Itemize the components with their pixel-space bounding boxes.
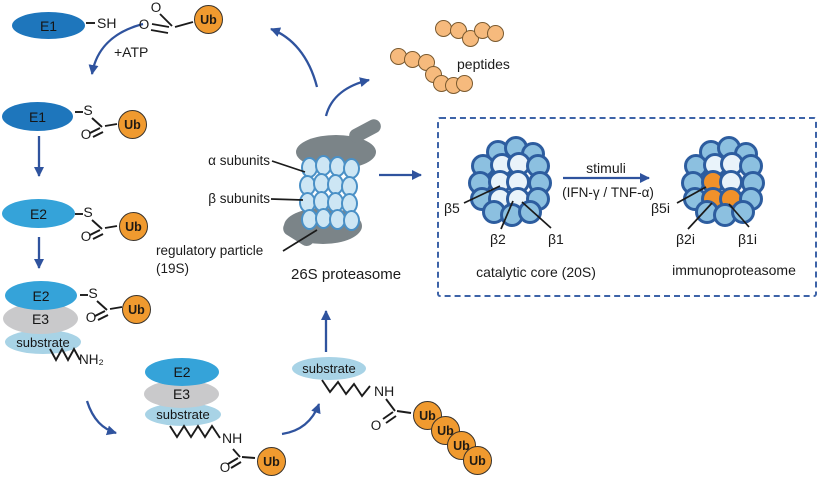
bond-line (174, 21, 194, 28)
bond-line (104, 123, 118, 127)
bond-line (151, 23, 170, 28)
oxygen-label: O (80, 127, 92, 142)
oxygen-label: O (370, 418, 382, 433)
lysine-chain-zigzag (169, 424, 221, 439)
e1-label: E1 (39, 17, 58, 34)
ub-label: Ub (263, 454, 280, 469)
bond-line (91, 117, 103, 128)
bond-line (96, 300, 108, 311)
induction-panel-box (437, 117, 817, 297)
regulatory-particle-sub-label: (19S) (156, 261, 190, 276)
beta2i-label: β2i (676, 231, 695, 247)
oxygen-label: O (219, 460, 231, 475)
immuno-subunit (731, 200, 755, 224)
substrate-label: substrate (16, 334, 70, 350)
bond-line (232, 448, 241, 458)
bond-line (385, 415, 397, 424)
bond-line (104, 225, 118, 229)
ub-label: Ub (453, 438, 470, 453)
beta5i-label: β5i (651, 200, 670, 216)
e2-enzyme: E2 (5, 281, 77, 310)
catalytic-core-label: catalytic core (20S) (476, 264, 596, 280)
e3-label: E3 (31, 310, 50, 327)
e2-enzyme: E2 (2, 199, 75, 228)
ubiquitin-circle: Ub (119, 212, 148, 241)
oxygen-label: O (138, 17, 150, 32)
peptides-label: peptides (457, 56, 510, 72)
beta-subunits-label: β subunits (208, 191, 270, 206)
bond-line (91, 219, 103, 230)
stimuli-label: stimuli (586, 160, 626, 176)
polyubiquitination-arrow (281, 403, 321, 436)
substrate-protein: substrate (145, 403, 221, 426)
sulfur-label: S (83, 102, 93, 118)
oxygen-label: O (150, 0, 162, 15)
ubiquitination-arrow (85, 400, 117, 436)
bond-line (92, 233, 104, 240)
catalytic-core-cluster (460, 130, 564, 230)
e2-label: E2 (32, 287, 50, 304)
sh-group-label: SH (97, 15, 117, 31)
beta5-label: β5 (444, 200, 460, 216)
ub-label: Ub (128, 302, 145, 317)
peptide-bead (487, 25, 504, 42)
substrate-label: substrate (156, 407, 210, 422)
regulatory-particle-label: regulatory particle (156, 243, 264, 258)
bond-line (385, 398, 396, 412)
amide-nh-label: NH (222, 430, 243, 446)
peptide-release-arrow (324, 77, 370, 117)
core-subunit (518, 200, 542, 224)
e2-enzyme: E2 (145, 358, 219, 386)
bond-line (97, 314, 109, 321)
e1-label: E1 (28, 108, 47, 125)
regulatory-particle-cap-top-arm (349, 119, 381, 143)
ub-label: Ub (469, 453, 486, 468)
stimuli-cytokines-label: (IFN-γ / TNF-α) (562, 185, 654, 200)
atp-label: +ATP (114, 44, 149, 60)
oxygen-label: O (80, 229, 92, 244)
sulfur-label: S (83, 204, 93, 220)
bond-line (241, 456, 256, 459)
ubiquitin-circle: Ub (257, 447, 286, 476)
beta1i-label: β1i (738, 231, 757, 247)
bond-line (396, 410, 412, 414)
substrate-label: substrate (302, 361, 356, 376)
ub-label: Ub (419, 408, 436, 423)
ub-label: Ub (125, 219, 142, 234)
bond-line (159, 13, 173, 27)
amide-nh-label: NH (374, 383, 395, 399)
e2-label: E2 (173, 364, 191, 380)
peptide-bead (456, 75, 473, 92)
immunoproteasome-label: immunoproteasome (672, 262, 796, 278)
bond-line (230, 461, 242, 469)
ubiquitin-recycling-arrow (270, 27, 319, 88)
regulatory-particle-pointer-line (282, 229, 318, 252)
beta1-label: β1 (548, 231, 564, 247)
e1-enzyme: E1 (12, 12, 85, 39)
oxygen-label: O (85, 310, 97, 325)
beta2-label: β2 (490, 231, 506, 247)
bond-line (92, 131, 104, 138)
e3-label: E3 (172, 386, 191, 402)
immunoproteasome-cluster (673, 130, 777, 230)
e1-enzyme-charged: E1 (2, 102, 73, 131)
proteasome-26s-label: 26S proteasome (291, 266, 402, 283)
ubiquitin-circle: Ub (194, 5, 223, 34)
sulfur-label: S (88, 285, 98, 301)
bond-line (109, 306, 123, 310)
ubiquitin-circle: Ub (463, 446, 492, 475)
bond-line (382, 411, 394, 420)
amine-group-label: NH₂ (79, 352, 104, 367)
ubiquitin-circle: Ub (122, 295, 151, 324)
ub-label: Ub (437, 423, 454, 438)
alpha-subunit-oval (343, 210, 360, 231)
lysine-chain-zigzag (321, 379, 371, 398)
e2-label: E2 (29, 205, 48, 222)
ub-label: Ub (200, 12, 217, 27)
substrate-protein: substrate (292, 357, 366, 380)
alpha-subunits-label: α subunits (208, 153, 270, 168)
ubiquitin-circle: Ub (118, 110, 147, 139)
ub-label: Ub (124, 117, 141, 132)
bond-line (150, 29, 169, 34)
